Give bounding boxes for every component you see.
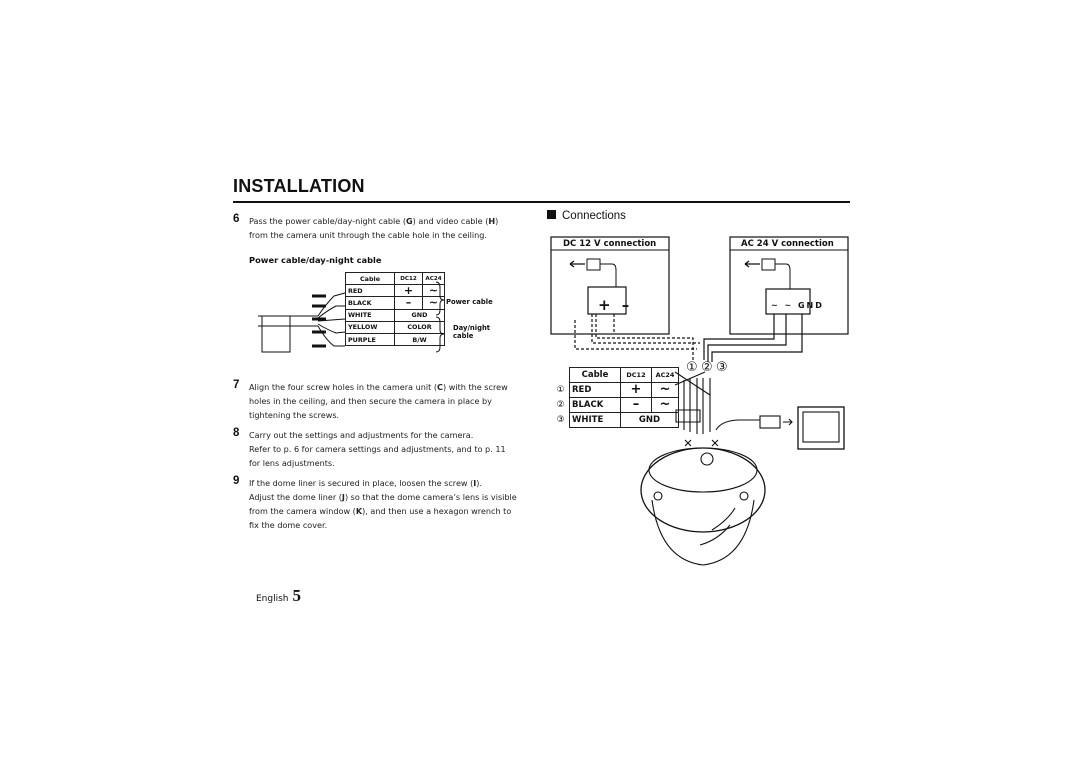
- table-row: YELLOW COLOR: [345, 320, 445, 334]
- ac-connection-title: AC 24 V connection: [741, 239, 834, 249]
- cable-clamp: [674, 371, 711, 423]
- footer-language: English: [256, 594, 289, 604]
- dc-wire-gnd: [574, 320, 697, 350]
- table-row: RED + ~: [345, 284, 445, 298]
- ac-terminal-label: ~ ~ GND: [771, 301, 824, 310]
- step-8-text: Carry out the settings and adjustments f…: [249, 428, 506, 470]
- page-number: 5: [292, 586, 302, 605]
- cable-bundle-drawing: [258, 281, 445, 353]
- dc-connection-title: DC 12 V connection: [563, 239, 657, 249]
- step-6-line1: Pass the power cable/day-night cable (G)…: [249, 216, 499, 226]
- wire-ends: [312, 294, 326, 348]
- title-rule: [233, 201, 850, 203]
- step-7-text: Align the four screw holes in the camera…: [249, 380, 508, 422]
- day-night-label-line1: Day/night: [453, 324, 491, 332]
- cable-break-marks: [684, 439, 719, 447]
- ac-connection-box: [729, 236, 849, 335]
- video-cable: [715, 419, 760, 431]
- day-night-label-line2: cable: [453, 332, 474, 340]
- square-bullet-icon: [547, 210, 556, 219]
- table-row: PURPLE B/W: [345, 332, 445, 347]
- ac-wire-2: [707, 314, 787, 362]
- step-9-line2: Adjust the dome liner (J) so that the do…: [249, 492, 517, 502]
- ac-wire-1: [703, 314, 775, 360]
- dome-screw-right-icon: [739, 491, 749, 501]
- power-cable-table: Cable DC12 AC24 RED + ~ BLACK – ~ WHITE …: [345, 271, 445, 347]
- table-row: ③ WHITE GND: [552, 412, 679, 428]
- monitor-screen: [802, 411, 840, 443]
- dc-terminal-block: [587, 286, 627, 315]
- table-row: ① RED + ~: [552, 382, 679, 398]
- step-6-number: 6: [233, 213, 240, 225]
- step-9-line4: fix the dome cover.: [249, 520, 328, 530]
- dc-wire-black: [591, 314, 700, 344]
- ac-box-frame: [729, 236, 849, 335]
- day-night-brace: [435, 316, 445, 353]
- cell-function: GND: [620, 412, 679, 428]
- connection-cable-table: Cable DC12 AC24 ① RED + ~ ② BLACK – ~ ③ …: [552, 367, 679, 428]
- dome-lens-window: [699, 507, 736, 546]
- step-7-number: 7: [233, 379, 240, 391]
- dome-housing: [640, 447, 766, 533]
- step-6-line2: from the camera unit through the cable h…: [249, 230, 487, 240]
- dc-plug-cable: [600, 263, 617, 287]
- step-8-number: 8: [233, 427, 240, 439]
- step-9-text: If the dome liner is secured in place, l…: [249, 476, 517, 532]
- page-title: INSTALLATION: [233, 176, 365, 196]
- dome-cover: [651, 499, 755, 566]
- ac-terminal-block: [765, 288, 811, 315]
- dc-box-frame: [550, 236, 670, 335]
- wire-number-2: ②: [701, 360, 713, 375]
- cell-cable: WHITE: [569, 412, 621, 428]
- dome-rim: [648, 447, 758, 493]
- dc-plug-icon: [586, 258, 601, 271]
- connections-heading: Connections: [547, 210, 626, 222]
- power-cable-heading: Power cable/day-night cable: [249, 255, 382, 265]
- wire-number-1: ①: [686, 360, 698, 375]
- cell-num: ②: [556, 400, 565, 410]
- step-9-line1: If the dome liner is secured in place, l…: [249, 478, 483, 488]
- step-7-line2: holes in the ceiling, and then secure th…: [249, 396, 492, 406]
- video-arrow-icon: [783, 418, 793, 426]
- dc-wire-red: [595, 314, 694, 360]
- wire-number-3: ③: [716, 360, 728, 375]
- step-9-line3: from the camera window (K), and then use…: [249, 506, 512, 516]
- ac-arrow-icon: [744, 260, 760, 268]
- dc-connection-box: [550, 236, 670, 335]
- dc-arrow-icon: [569, 260, 585, 268]
- cell-function: B/W: [394, 332, 445, 347]
- table-row: ② BLACK – ~: [552, 397, 679, 413]
- step-7-line1: Align the four screw holes in the camera…: [249, 382, 508, 392]
- camera-cables: [683, 378, 711, 434]
- cable-wires: [317, 292, 346, 347]
- monitor-icon: [797, 406, 845, 450]
- cell-num: ③: [556, 415, 565, 425]
- ac-plug-icon: [761, 258, 776, 271]
- dome-screw-left-icon: [653, 491, 663, 501]
- dc-terminal-label: + –: [598, 296, 633, 314]
- dome-screw-icon: [700, 452, 714, 466]
- camera-drawing: [640, 371, 845, 566]
- step-6-text: Pass the power cable/day-night cable (G)…: [249, 214, 498, 242]
- cell-cable: PURPLE: [345, 332, 395, 347]
- camera-base-block: [261, 315, 291, 353]
- step-7-line3: tightening the screws.: [249, 410, 340, 420]
- table-header-row: Cable DC12 AC24: [552, 367, 679, 383]
- step-8-line3: for lens adjustments.: [249, 458, 335, 468]
- step-8-line2: Refer to p. 6 for camera settings and ad…: [249, 444, 506, 454]
- ac-plug-cable: [775, 263, 791, 289]
- wiring-lines: [574, 314, 803, 362]
- bnc-connector-icon: [759, 415, 781, 429]
- cable-sheath: [258, 315, 318, 327]
- step-9-number: 9: [233, 475, 240, 487]
- day-night-cable-label: Day/night cable: [453, 324, 490, 340]
- power-cable-brace: [435, 281, 445, 316]
- connections-heading-text: Connections: [562, 210, 626, 222]
- step-8-line1: Carry out the settings and adjustments f…: [249, 430, 474, 440]
- power-cable-label: Power cable: [446, 298, 493, 306]
- ac-wire-3: [711, 314, 803, 362]
- cell-num: ①: [556, 385, 565, 395]
